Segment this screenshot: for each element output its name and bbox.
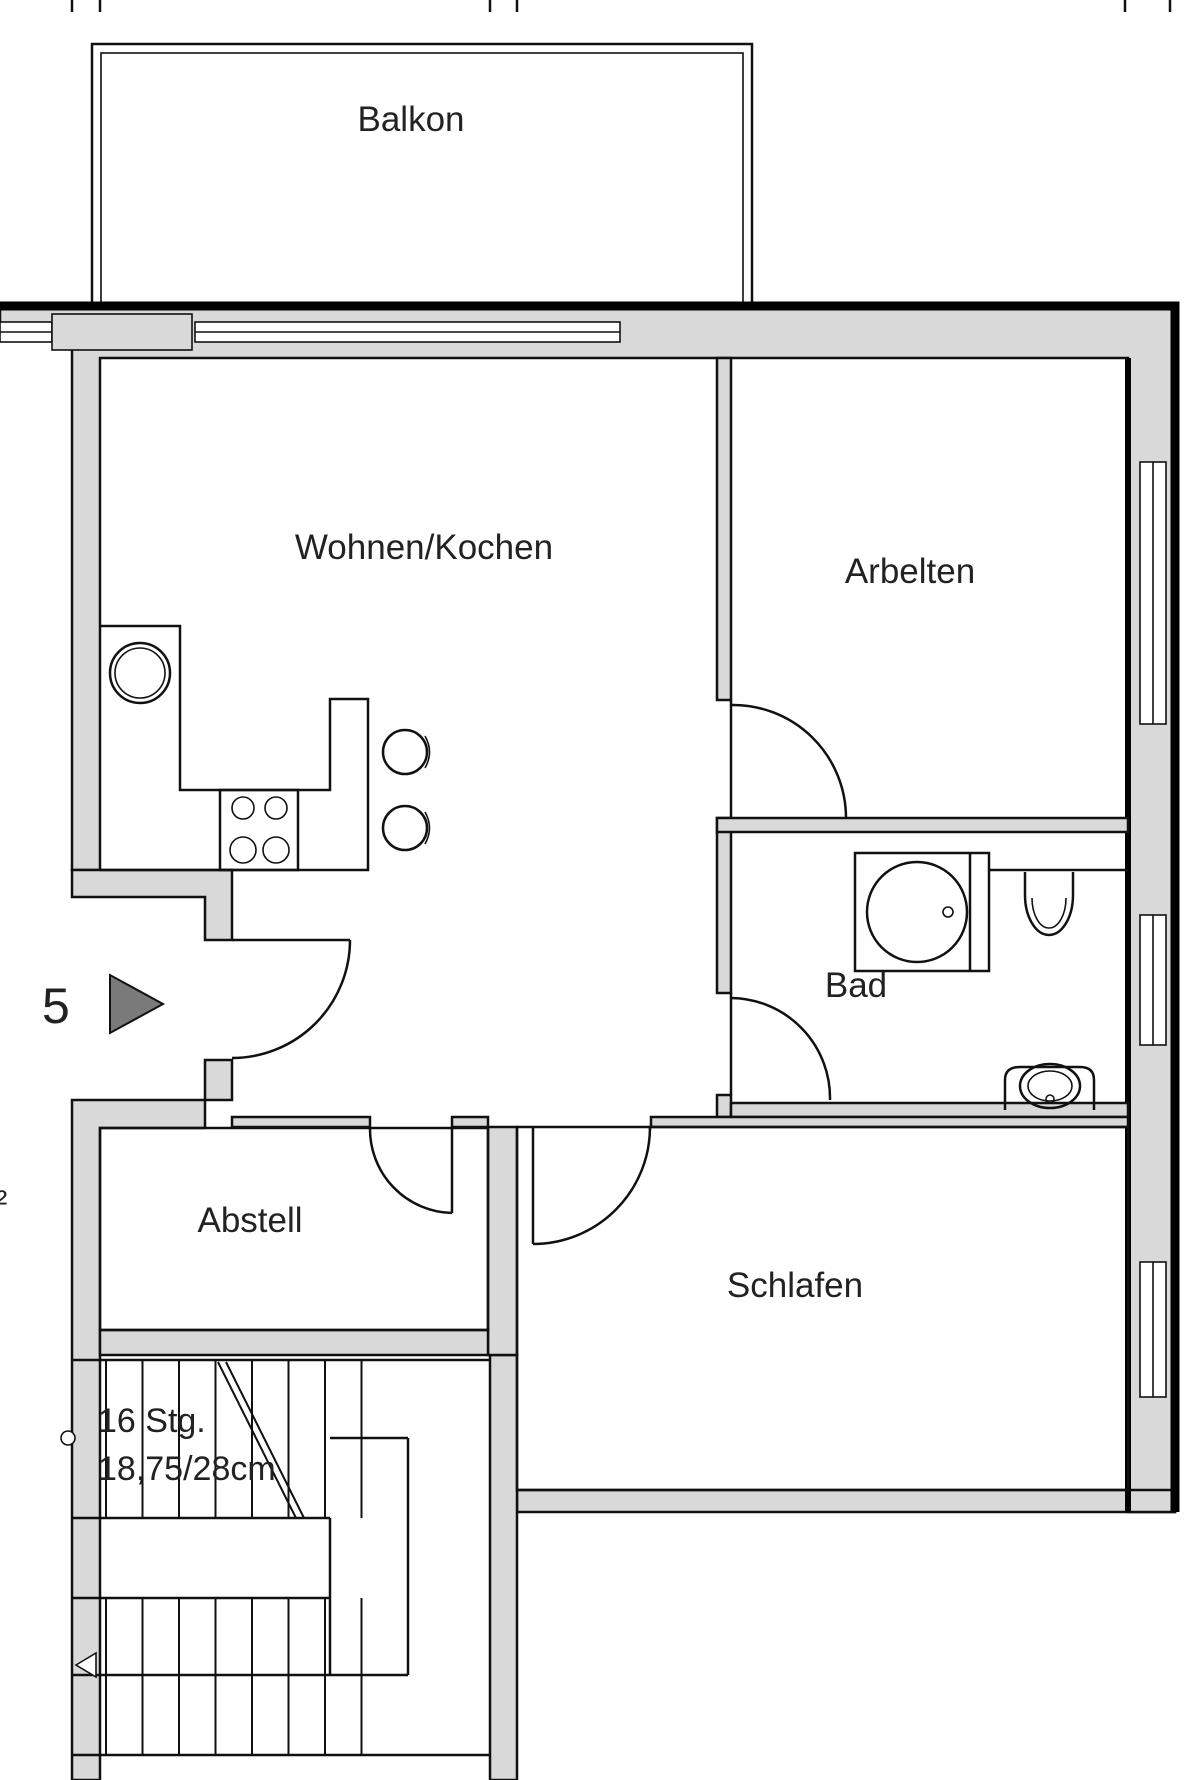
room-label-wohnen-kochen: Wohnen/Kochen bbox=[295, 528, 553, 567]
bathroom-fixtures bbox=[853, 851, 1128, 1110]
room-label-arbeiten: Arbelten bbox=[845, 552, 975, 591]
stair-steps-label: 16 Stg. bbox=[98, 1402, 206, 1440]
unit-number: 5 bbox=[42, 978, 70, 1034]
stair-start-icon bbox=[60, 1430, 76, 1446]
top-edge-ticks bbox=[70, 0, 1172, 12]
stair-arrow-icon bbox=[74, 1651, 97, 1679]
walls bbox=[0, 304, 1177, 1780]
room-label-bad: Bad bbox=[825, 966, 887, 1005]
room-outlines bbox=[98, 1125, 1130, 1492]
stove-icon bbox=[229, 796, 290, 864]
room-label-balkon: Balkon bbox=[357, 100, 464, 139]
shower-icon bbox=[853, 851, 991, 973]
stair-line bbox=[225, 1361, 305, 1519]
entrance-marker bbox=[109, 973, 166, 1035]
kitchen-counter bbox=[100, 624, 431, 872]
doors bbox=[231, 700, 848, 1246]
washbasin-icon bbox=[1003, 1062, 1096, 1110]
staircase bbox=[60, 1358, 490, 1757]
top-window bbox=[0, 313, 621, 351]
balcony bbox=[90, 42, 754, 308]
edge-fragment: ² bbox=[0, 1184, 7, 1222]
stair-line bbox=[217, 1361, 297, 1519]
stool-icons bbox=[381, 728, 431, 852]
interior-walls bbox=[98, 356, 1130, 1357]
sink-icon bbox=[108, 641, 172, 705]
stair-dimensions-label: 18,75/28cm bbox=[98, 1450, 276, 1488]
toilet-icon bbox=[1023, 872, 1075, 937]
right-windows bbox=[1139, 461, 1167, 1398]
room-label-schlafen: Schlafen bbox=[727, 1266, 863, 1305]
room-label-abstell: Abstell bbox=[197, 1201, 302, 1240]
